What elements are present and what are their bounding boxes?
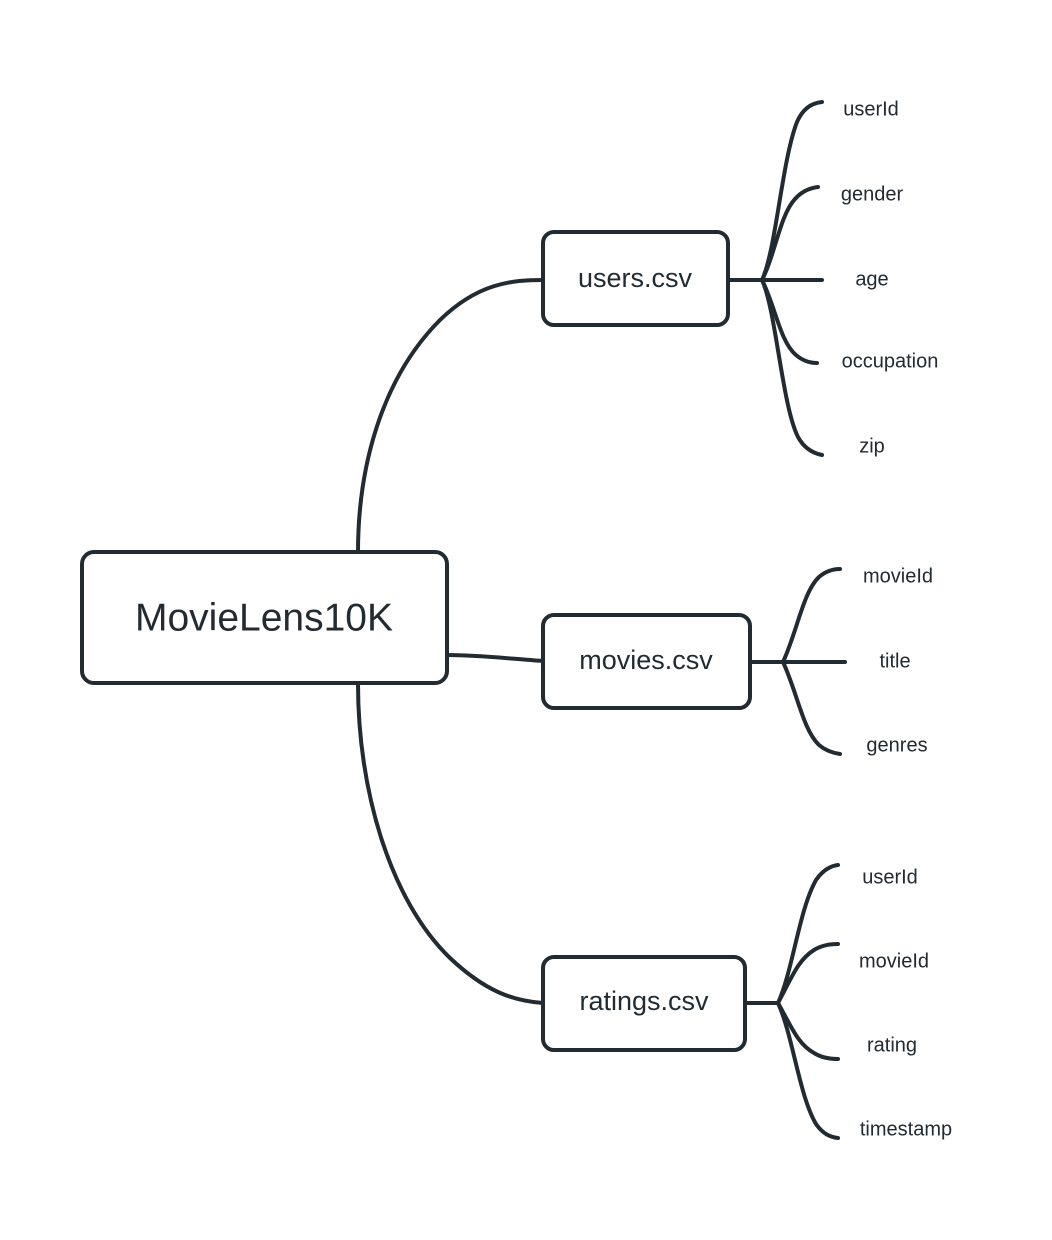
edge-ratings-to-rating <box>776 1001 840 1061</box>
mindmap-node-movies-csv[interactable]: movies.csv <box>541 613 752 710</box>
leaf-ratings-userid[interactable]: userId <box>862 866 918 888</box>
users-csv-node-label: users.csv <box>578 263 693 293</box>
leaf-users-occupation[interactable]: occupation <box>842 350 939 372</box>
leaf-users-gender[interactable]: gender <box>841 183 904 205</box>
mindmap-node-ratings-csv[interactable]: ratings.csv <box>541 955 747 1052</box>
edge-movies-to-genres <box>781 660 842 756</box>
edge-users-to-gender <box>760 185 820 282</box>
edge-users-to-zip <box>760 278 824 457</box>
users-csv-node-box <box>541 230 730 327</box>
leaf-users-age[interactable]: age <box>855 268 888 290</box>
edge-ratings-to-timestamp <box>776 1001 840 1140</box>
leaf-movies-movieid[interactable]: movieId <box>863 565 933 587</box>
leaf-movies-title[interactable]: title <box>879 650 910 672</box>
mindmap-node-users-csv[interactable]: users.csv <box>541 230 730 327</box>
root-node-label: MovieLens10K <box>135 596 393 639</box>
leaf-movies-genres[interactable]: genres <box>866 734 927 756</box>
root-node-box <box>80 550 449 685</box>
mindmap-node-root[interactable]: MovieLens10K <box>80 550 449 685</box>
leaf-ratings-rating[interactable]: rating <box>867 1034 917 1056</box>
leaf-ratings-movieid[interactable]: movieId <box>859 950 929 972</box>
ratings-csv-node-box <box>541 955 747 1052</box>
leaf-users-userid[interactable]: userId <box>843 98 899 120</box>
edge-root-to-ratings <box>356 682 545 1005</box>
leaf-ratings-timestamp[interactable]: timestamp <box>860 1118 952 1140</box>
edge-movies-to-movieid <box>781 567 842 664</box>
edge-ratings-to-movieid <box>776 942 840 1005</box>
edge-ratings-to-userid <box>776 863 840 1005</box>
edge-users-to-userid <box>760 100 824 282</box>
ratings-csv-node-label: ratings.csv <box>579 986 709 1016</box>
leaf-users-zip[interactable]: zip <box>859 435 885 457</box>
movies-csv-node-box <box>541 613 752 710</box>
movies-csv-node-label: movies.csv <box>579 645 713 675</box>
edge-users-to-occupation <box>760 278 819 365</box>
edge-root-to-movies <box>445 653 545 663</box>
edge-root-to-users <box>356 278 545 554</box>
